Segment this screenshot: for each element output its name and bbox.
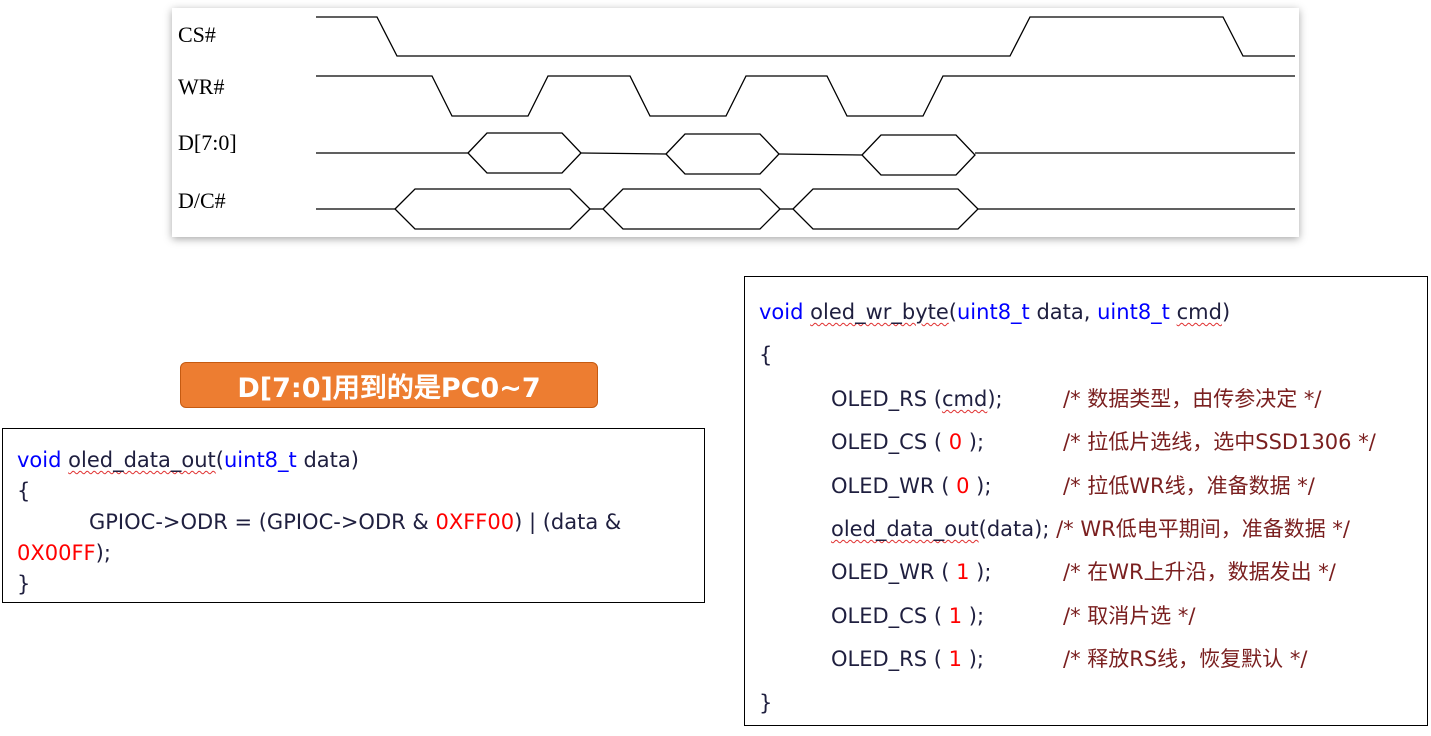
code-comment: /* 数据类型，由传参决定 */ bbox=[1063, 386, 1322, 411]
keyword: void bbox=[17, 448, 62, 472]
signal-label-data: D[7:0] bbox=[178, 130, 237, 155]
code-comment: /* WR低电平期间，准备数据 */ bbox=[1056, 517, 1350, 542]
param-name: cmd bbox=[941, 386, 988, 411]
wr-waveform bbox=[316, 75, 1295, 117]
hex-literal: 0X00FF bbox=[17, 541, 96, 565]
code-line: OLED_CS ( 0 ); /* 拉低片选线，选中SSD1306 */ bbox=[759, 421, 1413, 464]
type-name: uint8_t bbox=[957, 300, 1030, 324]
code-text bbox=[1170, 300, 1177, 324]
code-comment: /* 取消片选 */ bbox=[1063, 603, 1196, 628]
code-line: OLED_WR ( 1 ); /* 在WR上升沿，数据发出 */ bbox=[759, 551, 1413, 594]
function-name: oled_data_out bbox=[68, 448, 216, 472]
waveforms bbox=[316, 16, 1295, 230]
timing-diagram: CS# WR# D[7:0] D/C# bbox=[172, 8, 1299, 237]
code-text: (data); bbox=[978, 517, 1050, 542]
code-text: OLED_CS ( bbox=[831, 430, 949, 455]
code-line: { bbox=[17, 479, 31, 503]
code-text: OLED_WR ( bbox=[831, 560, 957, 585]
code-text: ); bbox=[969, 560, 992, 585]
code-text: ( bbox=[948, 300, 957, 324]
signal-label-cs: CS# bbox=[178, 22, 216, 47]
code-text: ); bbox=[962, 430, 985, 455]
signal-label-wr: WR# bbox=[178, 74, 225, 99]
code-text: OLED_WR ( bbox=[831, 473, 957, 498]
code-comment: /* 释放RS线，恢复默认 */ bbox=[1063, 647, 1308, 672]
code-text: ); bbox=[962, 647, 984, 672]
code-comment: /* 拉低WR线，准备数据 */ bbox=[1063, 473, 1315, 498]
param-name: cmd bbox=[1176, 300, 1222, 324]
signal-label-dc: D/C# bbox=[178, 188, 226, 213]
code-line: void oled_wr_byte(uint8_t data, uint8_t … bbox=[759, 291, 1413, 334]
code-box-wr-byte: void oled_wr_byte(uint8_t data, uint8_t … bbox=[744, 276, 1428, 726]
code-line: GPIOC->ODR = (GPIOC->ODR & 0XFF00) | (da… bbox=[17, 507, 690, 538]
code-text: ) | (data & bbox=[514, 510, 622, 534]
code-text: GPIOC->ODR = (GPIOC->ODR & bbox=[89, 510, 436, 534]
code-line: OLED_WR ( 0 ); /* 拉低WR线，准备数据 */ bbox=[759, 465, 1413, 508]
number-literal: 1 bbox=[956, 560, 970, 585]
code-text: ); bbox=[95, 541, 111, 565]
code-text: OLED_CS ( bbox=[831, 603, 949, 628]
code-line: } bbox=[759, 690, 773, 715]
type-name: uint8_t bbox=[223, 448, 297, 472]
code-text: ) bbox=[1221, 300, 1231, 324]
code-line: { bbox=[759, 343, 773, 368]
code-text: data) bbox=[296, 448, 359, 472]
cs-waveform bbox=[316, 16, 1295, 57]
code-line: oled_data_out(data); /* WR低电平期间，准备数据 */ bbox=[759, 508, 1413, 551]
function-name: oled_wr_byte bbox=[810, 300, 949, 324]
hex-literal: 0XFF00 bbox=[435, 510, 515, 534]
callout-banner: D[7:0]用到的是PC0~7 bbox=[180, 362, 598, 408]
number-literal: 1 bbox=[948, 647, 963, 672]
code-line: OLED_RS (cmd); /* 数据类型，由传参决定 */ bbox=[759, 378, 1413, 421]
code-text: ); bbox=[969, 473, 992, 498]
code-comment: /* 在WR上升沿，数据发出 */ bbox=[1063, 560, 1336, 585]
code-box-data-out: void oled_data_out(uint8_t data) { GPIOC… bbox=[2, 428, 705, 603]
code-comment: /* 拉低片选线，选中SSD1306 */ bbox=[1063, 430, 1376, 455]
data-waveform bbox=[316, 132, 1295, 176]
code-text: OLED_RS ( bbox=[831, 386, 942, 411]
dc-waveform bbox=[316, 188, 1295, 230]
number-literal: 0 bbox=[948, 430, 963, 455]
code-line: } bbox=[17, 572, 31, 596]
keyword: void bbox=[759, 300, 804, 324]
code-line: void oled_data_out(uint8_t data) bbox=[17, 445, 690, 476]
number-literal: 1 bbox=[948, 603, 963, 628]
code-text: ); bbox=[962, 603, 985, 628]
code-line: 0X00FF); bbox=[17, 538, 690, 569]
code-line: OLED_RS ( 1 ); /* 释放RS线，恢复默认 */ bbox=[759, 638, 1413, 681]
number-literal: 0 bbox=[956, 473, 970, 498]
function-name: oled_data_out bbox=[831, 517, 979, 542]
code-text: data, bbox=[1029, 300, 1098, 324]
code-text: OLED_RS ( bbox=[831, 647, 949, 672]
code-text: ( bbox=[215, 448, 224, 472]
code-line: OLED_CS ( 1 ); /* 取消片选 */ bbox=[759, 595, 1413, 638]
type-name: uint8_t bbox=[1097, 300, 1170, 324]
code-text: ); bbox=[987, 386, 1003, 411]
